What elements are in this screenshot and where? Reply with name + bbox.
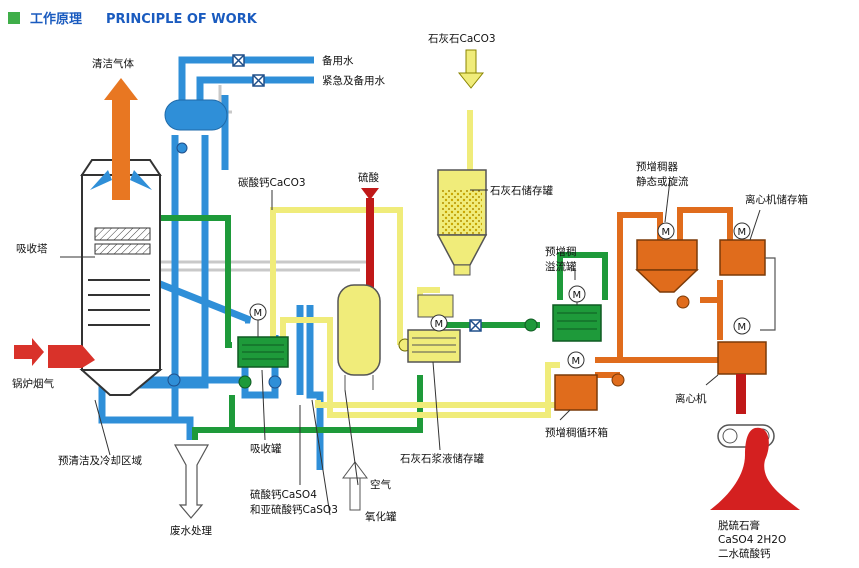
label-clean-gas: 清洁气体 (92, 57, 134, 70)
centrifuge-storage-tank (719, 239, 766, 276)
clean-gas-cone-left (90, 170, 112, 190)
mist-eliminator (94, 227, 151, 241)
label-gypsum-3: 二水硫酸钙 (718, 547, 771, 560)
label-thickener-overflow-1: 预增稠 (545, 245, 577, 258)
pump-icon (238, 375, 252, 389)
label-caso4-line1: 硫酸钙CaSO4 (250, 488, 317, 501)
pump-icon (676, 295, 690, 309)
header: 工作原理 PRINCIPLE OF WORK (8, 11, 258, 27)
label-thickener-overflow-2: 溢流罐 (545, 260, 577, 273)
yellow-pipes (270, 110, 560, 418)
label-air: 空气 (370, 478, 391, 491)
motor-icon: M (567, 351, 585, 369)
sulfuric-acid-line (361, 188, 379, 288)
svg-text:M: M (738, 227, 747, 238)
valve-icon (232, 54, 245, 67)
limestone-slurry-tank (407, 294, 461, 363)
label-centrifuge: 离心机 (675, 392, 707, 405)
limestone-input-arrow (457, 49, 485, 89)
labels: 清洁气体 备用水 紧急及备用水 石灰石CaCO3 石灰石储存罐 碳酸钙CaCO3… (12, 32, 808, 560)
flue-gas-arrow (14, 338, 95, 368)
pumps (167, 142, 690, 389)
absorber-tower (79, 159, 163, 396)
oxidation-tank (337, 284, 381, 390)
centrifuge (717, 341, 767, 414)
label-thickener-2: 静态或旋流 (636, 175, 689, 188)
motor-icon: M (430, 314, 448, 332)
water-header-tank (164, 99, 228, 131)
valve-icon (252, 74, 265, 87)
absorber-bottom (79, 369, 163, 396)
pump-icon (167, 373, 181, 387)
clean-gas-cone-right (130, 170, 152, 190)
label-prescrub-zone: 预清洁及冷却区域 (58, 454, 142, 467)
wastewater-arrow (173, 444, 210, 519)
label-thickener-1: 预增稠器 (636, 160, 678, 173)
label-calcium-carbonate: 碳酸钙CaCO3 (238, 176, 306, 189)
motor-icon: M (733, 222, 751, 240)
pump-icon (524, 318, 538, 332)
label-limestone-caco3: 石灰石CaCO3 (428, 32, 496, 45)
label-emergency-water: 紧急及备用水 (322, 74, 385, 87)
label-gypsum-1: 脱硫石膏 (718, 519, 760, 532)
label-thickener-circ: 预增稠循环箱 (545, 426, 608, 439)
svg-text:M: M (573, 290, 582, 301)
mist-eliminator-2 (94, 243, 151, 255)
valves (232, 54, 482, 332)
thickener (635, 239, 699, 293)
label-sulfuric-acid: 硫酸 (358, 171, 379, 184)
label-gypsum-2: CaSO4 2H2O (718, 534, 786, 546)
svg-text:M: M (662, 227, 671, 238)
svg-text:M: M (435, 319, 444, 330)
label-limestone-silo: 石灰石储存罐 (490, 184, 553, 197)
pump-icon (611, 373, 625, 387)
label-wastewater: 废水处理 (170, 524, 212, 537)
pump-icon (268, 375, 282, 389)
limestone-silo (436, 169, 488, 276)
label-absorption-tank: 吸收罐 (250, 442, 282, 455)
label-centrifuge-tank: 离心机储存箱 (745, 193, 808, 206)
header-title-en: PRINCIPLE OF WORK (106, 12, 258, 27)
label-oxidation-tank: 氧化罐 (365, 510, 397, 523)
motor-icon: M (568, 285, 586, 305)
label-absorber: 吸收塔 (16, 242, 48, 255)
absorption-tank (237, 336, 289, 368)
centrifuge-recirc-line (760, 257, 776, 331)
pump-icon (176, 142, 188, 154)
gypsum-output (710, 424, 800, 510)
header-square-icon (8, 12, 20, 24)
svg-text:M: M (254, 308, 263, 319)
absorber-body (81, 174, 161, 371)
valve-icon (469, 319, 482, 332)
air-arrow (342, 461, 368, 511)
svg-text:M: M (738, 322, 747, 333)
header-title-cn: 工作原理 (30, 11, 82, 27)
label-slurry-tank: 石灰石浆液储存罐 (400, 452, 484, 465)
motor-icon: M (657, 222, 675, 240)
clean-gas-arrow (104, 78, 138, 200)
label-boiler-flue-gas: 锅炉烟气 (12, 377, 54, 390)
motors: M M M M M M M (249, 222, 751, 369)
prethickener-overflow-tank (552, 304, 602, 342)
motor-icon: M (249, 303, 267, 337)
label-spare-water: 备用水 (322, 54, 354, 67)
motor-icon: M (733, 317, 751, 335)
label-caso4-line2: 和亚硫酸钙CaSO3 (250, 503, 338, 516)
leader-lines (60, 179, 761, 516)
svg-text:M: M (572, 356, 581, 367)
prethickener-circulation-tank (554, 374, 598, 411)
